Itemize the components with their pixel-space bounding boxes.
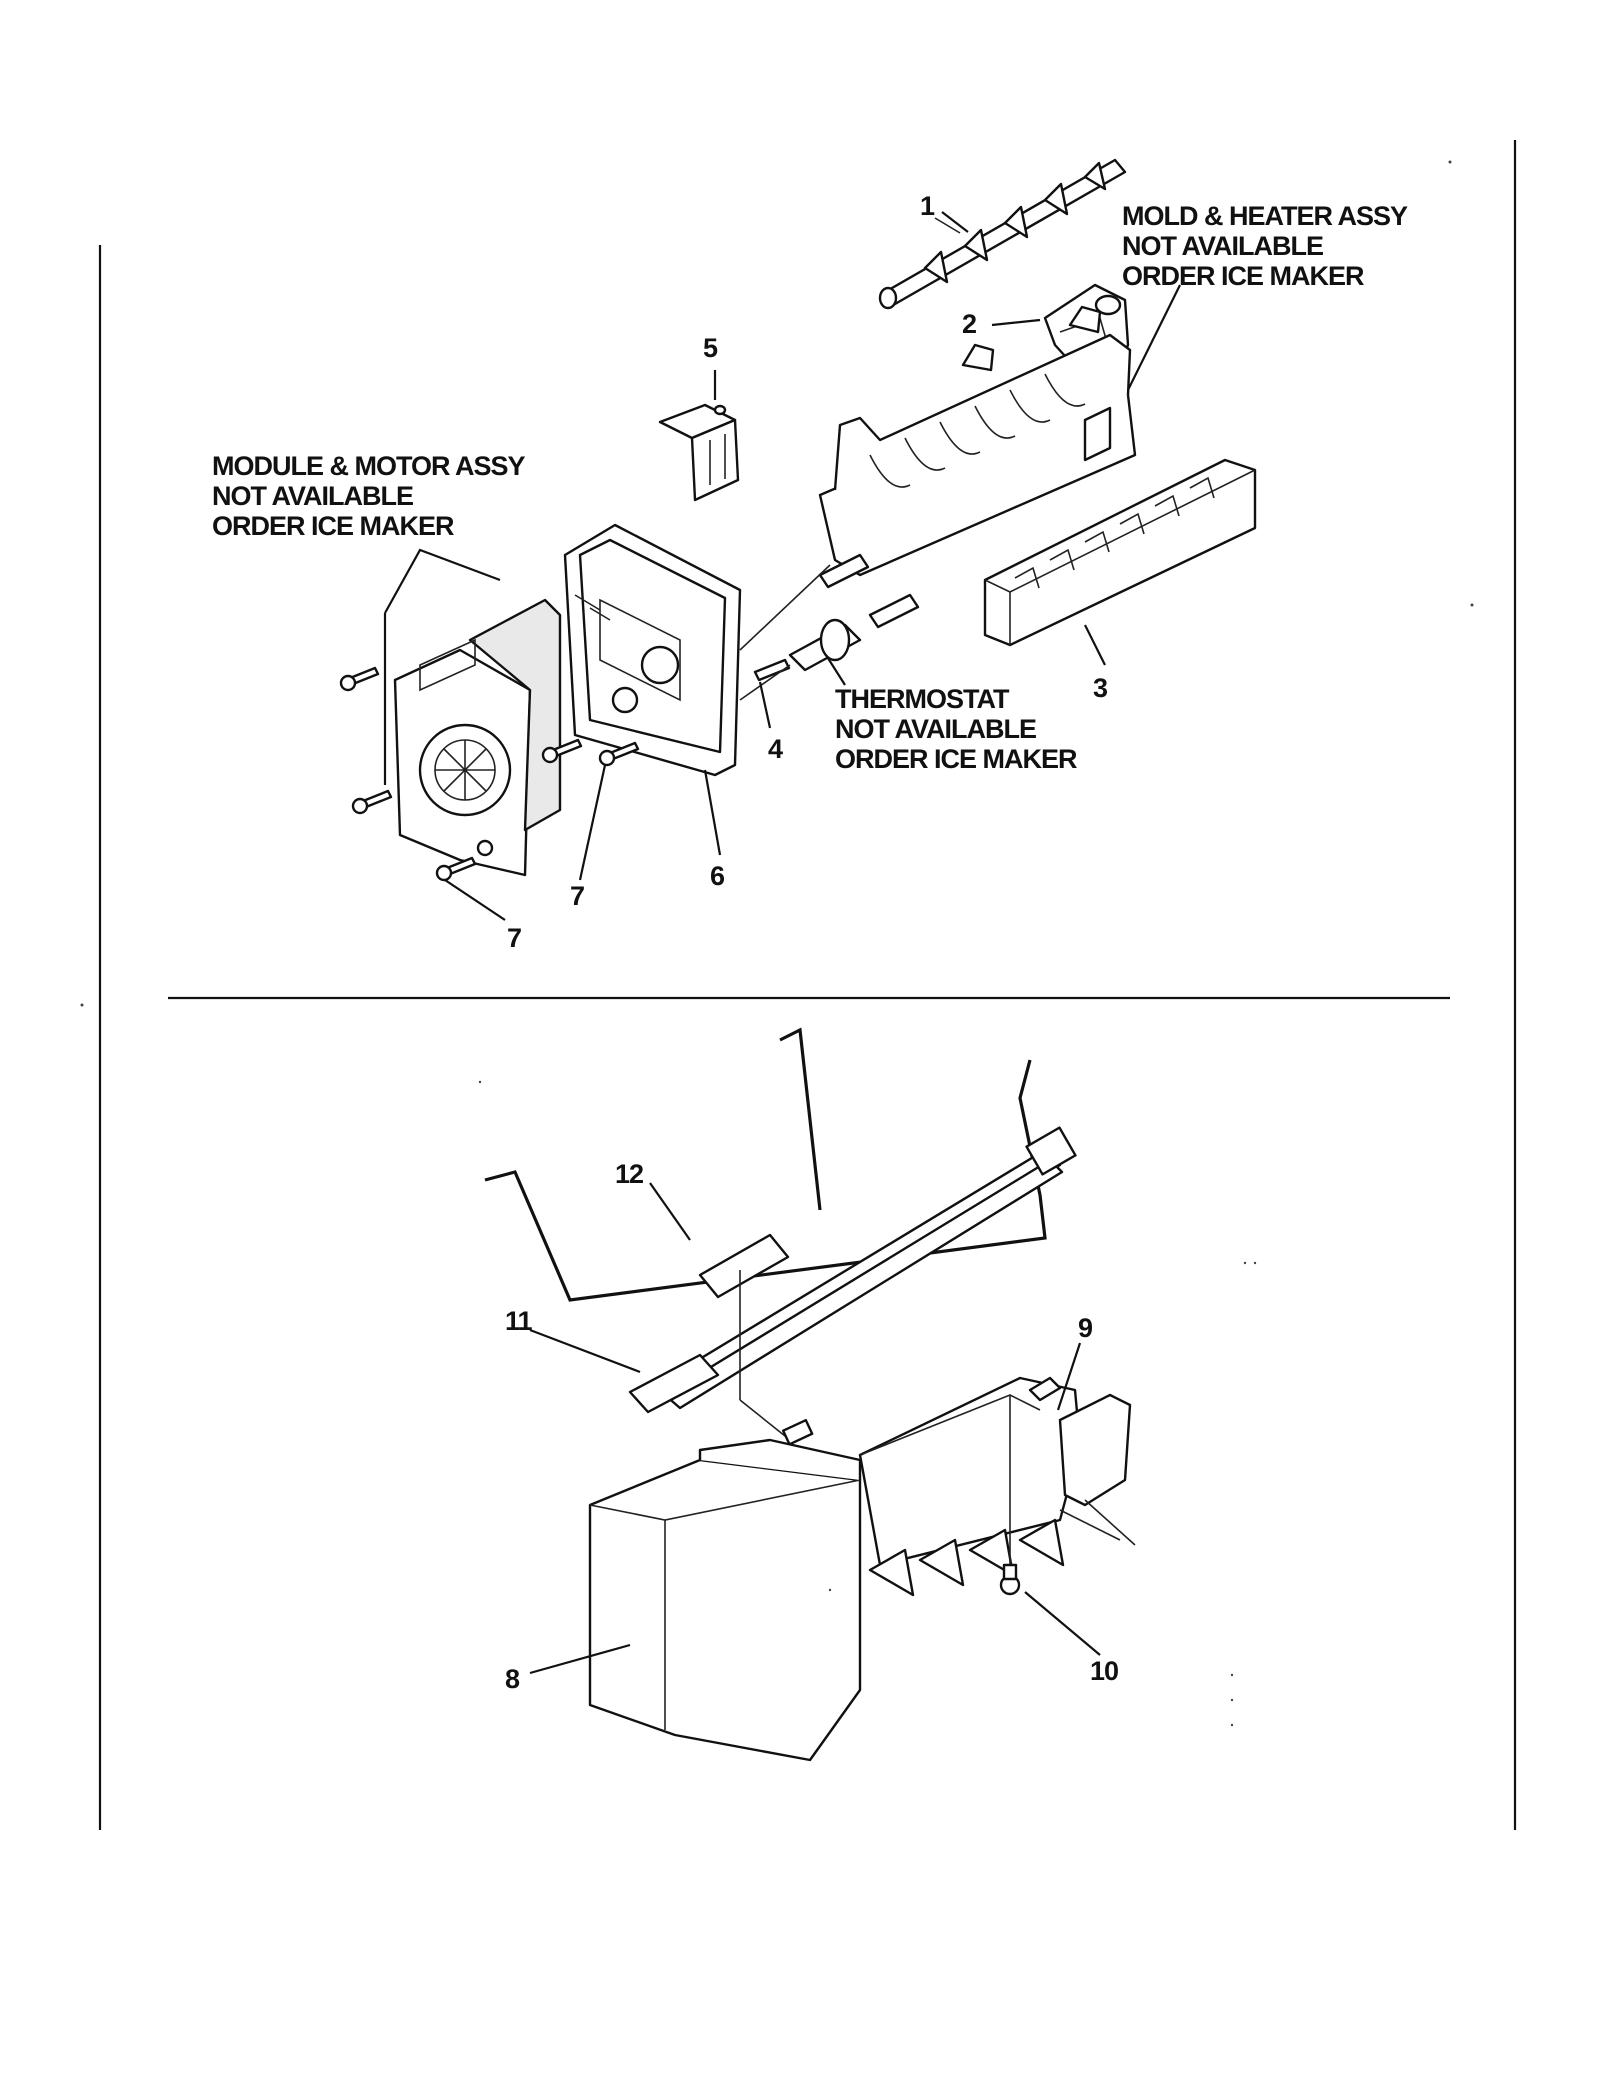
housing-part <box>563 523 742 777</box>
note-mold-heater: MOLD & HEATER ASSY NOT AVAILABLE ORDER I… <box>1122 201 1409 291</box>
tray-cover-part <box>983 458 1257 647</box>
front-cover-part <box>588 1438 862 1762</box>
callout-4: 4 <box>768 734 783 764</box>
mounting-screw-part <box>999 1395 1021 1596</box>
screws-part <box>339 666 640 882</box>
callout-7-lower: 7 <box>507 923 521 953</box>
mold-body-part <box>818 305 1137 577</box>
wire-harness-part <box>628 1126 1077 1441</box>
pin-thermostat-part <box>739 553 920 701</box>
callout-10: 10 <box>1090 1656 1118 1686</box>
page-frame <box>98 140 1517 1830</box>
note-module-motor-line-2: NOT AVAILABLE <box>212 481 413 511</box>
callout-3: 3 <box>1093 673 1108 703</box>
note-thermostat: THERMOSTAT NOT AVAILABLE ORDER ICE MAKER <box>835 684 1078 774</box>
callout-8: 8 <box>505 1664 520 1694</box>
callout-7-upper: 7 <box>570 881 584 911</box>
note-thermostat-line-2: NOT AVAILABLE <box>835 714 1036 744</box>
ejector-shaft-part <box>878 158 1127 310</box>
callout-11: 11 <box>505 1306 533 1336</box>
note-thermostat-line-3: ORDER ICE MAKER <box>835 744 1077 774</box>
scan-specks <box>80 160 1474 1727</box>
bottom-leader-lines <box>529 1182 1101 1675</box>
callout-5: 5 <box>703 333 718 363</box>
note-module-motor-line-3: ORDER ICE MAKER <box>212 511 454 541</box>
note-mold-heater-line-2: NOT AVAILABLE <box>1122 231 1323 261</box>
callout-2: 2 <box>962 309 976 339</box>
note-module-motor: MODULE & MOTOR ASSY NOT AVAILABLE ORDER … <box>212 451 527 541</box>
callout-9: 9 <box>1078 1313 1093 1343</box>
note-mold-heater-line-3: ORDER ICE MAKER <box>1122 261 1364 291</box>
ice-maker-body-part <box>781 1376 1136 1597</box>
note-thermostat-line-1: THERMOSTAT <box>835 684 1010 714</box>
clip-bracket-part <box>658 403 740 502</box>
top-leader-lines <box>383 211 1181 921</box>
note-module-motor-line-1: MODULE & MOTOR ASSY <box>212 451 526 481</box>
callout-1: 1 <box>920 191 935 221</box>
note-mold-heater-line-1: MOLD & HEATER ASSY <box>1122 201 1408 231</box>
callout-12: 12 <box>615 1159 643 1189</box>
module-motor-part <box>393 598 562 877</box>
callout-6: 6 <box>710 861 725 891</box>
bale-arm-part <box>484 1027 1047 1302</box>
